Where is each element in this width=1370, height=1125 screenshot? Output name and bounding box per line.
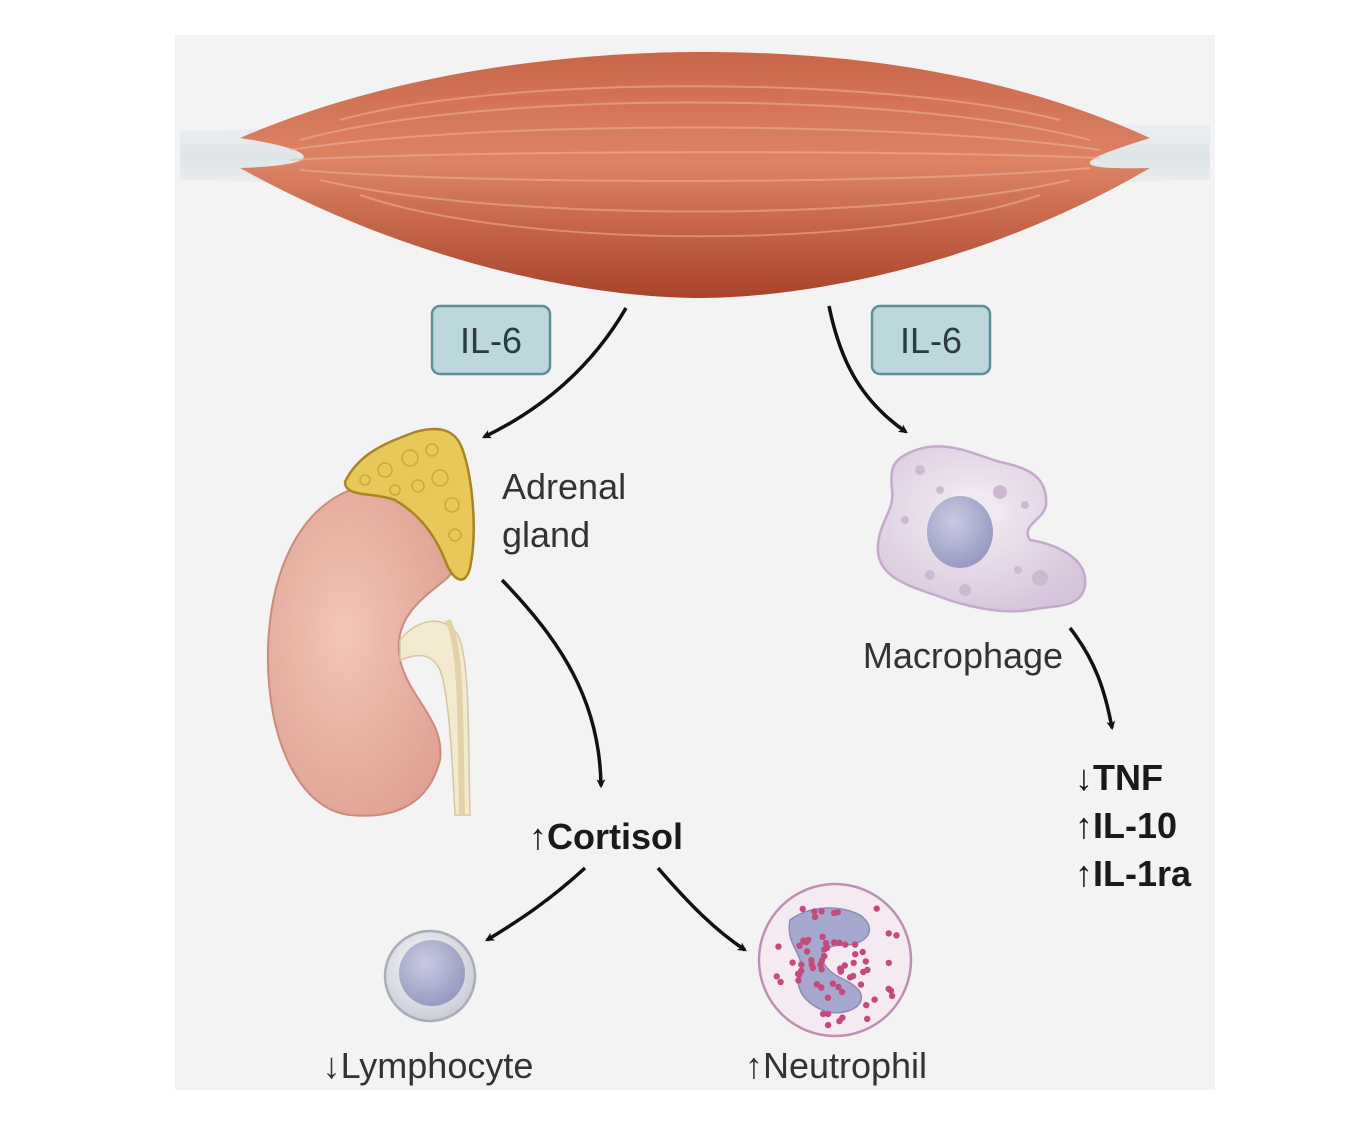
neutrophil-granule [885,959,892,967]
neutrophil-granule [800,937,807,944]
neutrophil-granule [824,994,832,1001]
neutrophil-granule [850,959,857,967]
neutrophil-granule [863,1001,870,1009]
neutrophil-granule [842,941,849,948]
lymphocyte-icon [383,929,477,1023]
il6-tag-right: IL-6 [870,304,992,376]
adrenal-label-line2: gland [502,514,590,555]
neutrophil-granule [818,984,825,991]
neutrophil-granule [846,974,854,981]
arrow-muscle-to-adrenal [481,307,628,439]
neutrophil-granule [819,1010,827,1018]
il6-tag-left-text: IL-6 [460,320,522,361]
neutrophil-granule [795,977,802,984]
neutrophil-granule [818,908,825,915]
neutrophil-granule [836,965,844,972]
neutrophil-granule [808,961,815,968]
neutrophil-granule [822,939,830,947]
neutrophil-granule [873,905,880,912]
neutrophil-granule [789,959,796,966]
macrophage-nucleus [927,496,993,568]
neutrophil-granule [798,961,805,968]
arrow-adrenal-to-cortisol [500,578,606,789]
neutrophil-granule [836,939,843,946]
neutrophil-granule [888,992,896,1000]
cytokine-tnf: ↓TNF [1075,757,1163,798]
neutrophil-granule [818,957,826,964]
neutrophil-granule [811,908,818,915]
neutrophil-granule [803,948,811,955]
neutrophil-granule [893,932,900,939]
neutrophil-granule [857,981,865,988]
adrenal-gland-icon [343,427,475,581]
neutrophil-granules [773,905,900,1029]
neutrophil-granule [799,905,806,913]
neutrophil-granule [831,939,838,946]
neutrophil-granule [777,978,784,986]
neutrophil-granule [841,962,848,969]
skeletal-muscle-icon [180,52,1210,298]
neutrophil-granule [887,987,895,994]
neutrophil-granule [864,1015,871,1023]
lymphocyte-nucleus [399,940,465,1006]
neutrophil-granule [773,973,780,980]
lymphocyte-label: ↓Lymphocyte [323,1045,534,1086]
cytokine-il1ra: ↑IL-1ra [1075,853,1192,894]
cytokine-il10: ↑IL-10 [1075,805,1177,846]
cortisol-label: ↑Cortisol [529,816,683,857]
neutrophil-granule [796,942,803,949]
neutrophil-granule [829,980,837,987]
macrophage-icon [876,445,1087,613]
neutrophil-granule [838,988,846,996]
macrophage-label: Macrophage [863,635,1063,676]
neutrophil-granule [821,946,828,953]
il6-tag-left: IL-6 [430,304,552,376]
neutrophil-granule [835,983,842,991]
arrow-muscle-to-macrophage [827,305,908,434]
neutrophil-label: ↑Neutrophil [745,1045,927,1086]
neutrophil-granule [871,996,878,1003]
neutrophil-granule [813,981,821,988]
neutrophil-granule [811,913,819,921]
neutrophil-granule [860,968,867,976]
neutrophil-granule [852,951,859,958]
adrenal-label-line1: Adrenal [502,466,626,507]
arrow-macrophage-to-cytokines [1068,626,1116,731]
neutrophil-granule [859,948,866,956]
neutrophil-granule [824,1010,832,1018]
arrow-cortisol-to-lymphocyte [485,866,587,942]
neutrophil-granule [775,943,782,950]
neutrophil-granule [851,941,859,948]
neutrophil-icon [757,882,913,1038]
neutrophil-granule [831,909,838,917]
arrow-cortisol-to-neutrophil [656,866,747,952]
neutrophil-granule [824,1021,832,1029]
neutrophil-granule [839,1014,846,1021]
neutrophil-granule [885,930,892,937]
il6-tag-right-text: IL-6 [900,320,962,361]
neutrophil-granule [819,933,826,940]
neutrophil-granule [818,966,825,973]
neutrophil-granule [798,967,805,974]
neutrophil-granule [862,958,869,965]
